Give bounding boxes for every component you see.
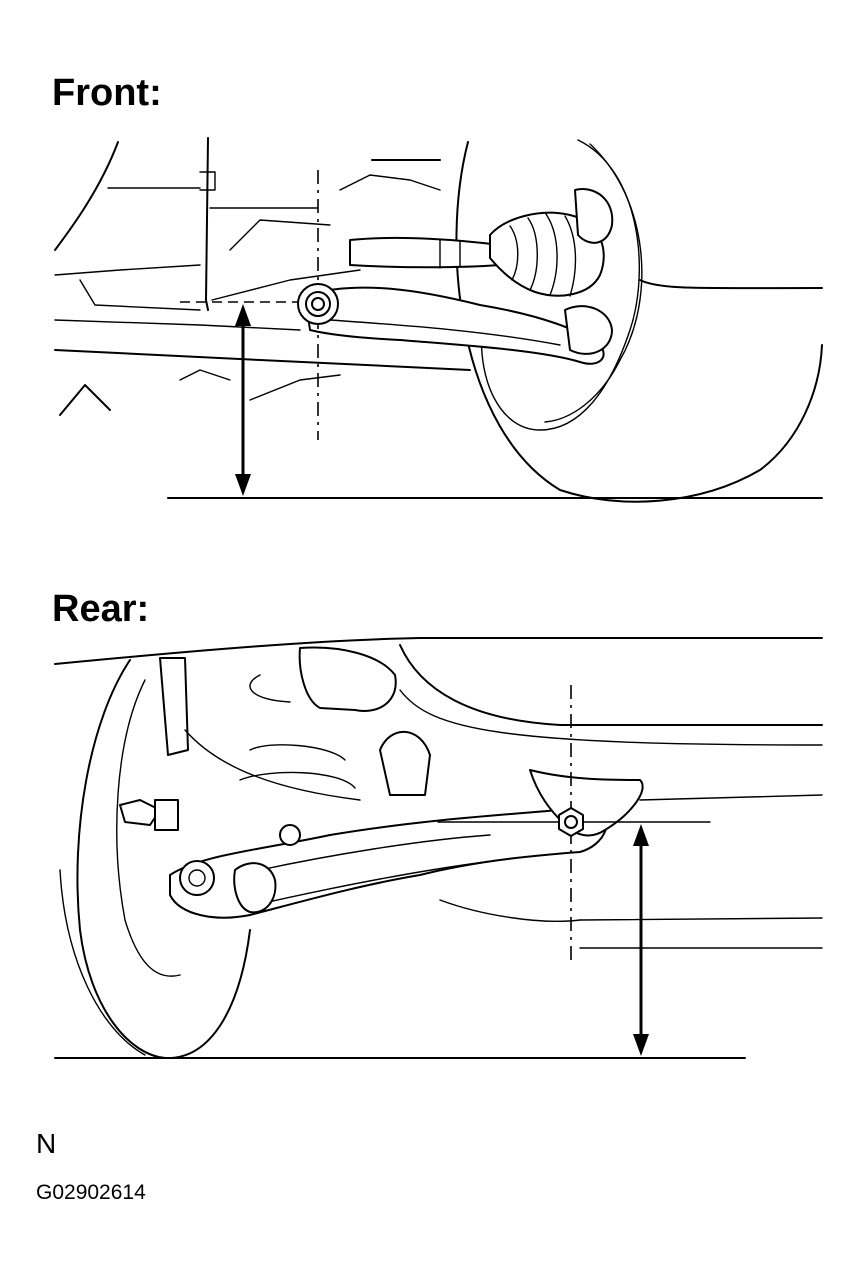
rear-nut-icon (558, 807, 584, 837)
rear-suspension-diagram (54, 637, 823, 1060)
front-tire (455, 139, 823, 503)
rear-tire (59, 659, 251, 1060)
rear-section-title: Rear: (52, 588, 150, 630)
rear-shock-spring (159, 646, 431, 801)
front-lower-control-arm (304, 236, 605, 365)
rear-lower-arm (119, 769, 644, 919)
front-section-title: Front: (52, 72, 162, 114)
rear-body-frame (54, 637, 823, 949)
front-reference-lines (167, 170, 823, 499)
rear-height-arrow (633, 824, 649, 1056)
figure-id: G02902614 (36, 1181, 146, 1204)
orientation-code: N (36, 1128, 57, 1159)
front-cv-boot (489, 188, 614, 355)
front-suspension-diagram (54, 137, 823, 503)
front-bolt-icon (297, 283, 339, 325)
front-body-frame (54, 137, 471, 416)
front-height-arrow (235, 304, 251, 496)
